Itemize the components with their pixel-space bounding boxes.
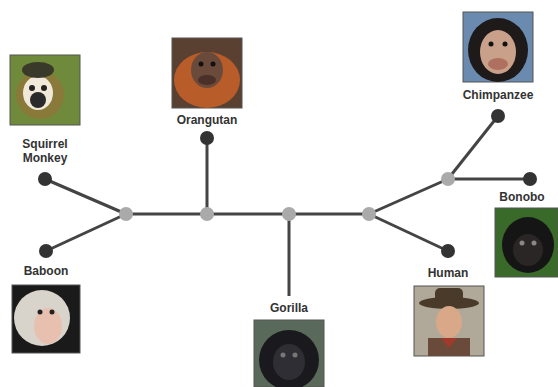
species-label: Baboon [22, 264, 71, 278]
species-node: Human [426, 266, 471, 280]
bonobo-photo [495, 208, 558, 277]
species-node: Orangutan [175, 113, 240, 127]
species-label: Squirrel Monkey [7, 137, 83, 165]
human-photo [414, 286, 484, 356]
species-label: Orangutan [175, 113, 240, 127]
gorilla-photo [254, 320, 324, 387]
chimpanzee-photo [463, 12, 533, 82]
species-node: Chimpanzee [461, 88, 536, 102]
tree-branches [45, 116, 530, 296]
species-node: Gorilla [268, 301, 310, 315]
branch-points [119, 172, 455, 221]
species-node: Squirrel Monkey [7, 137, 83, 165]
species-label: Human [426, 266, 471, 280]
baboon-photo [12, 285, 80, 353]
leaf-dots [38, 109, 537, 258]
species-label: Gorilla [268, 301, 310, 315]
species-label: Chimpanzee [461, 88, 536, 102]
squirrel-monkey-photo [10, 55, 80, 125]
orangutan-photo [172, 38, 242, 108]
species-node: Bonobo [497, 190, 546, 204]
species-node: Baboon [22, 264, 71, 278]
species-label: Bonobo [497, 190, 546, 204]
